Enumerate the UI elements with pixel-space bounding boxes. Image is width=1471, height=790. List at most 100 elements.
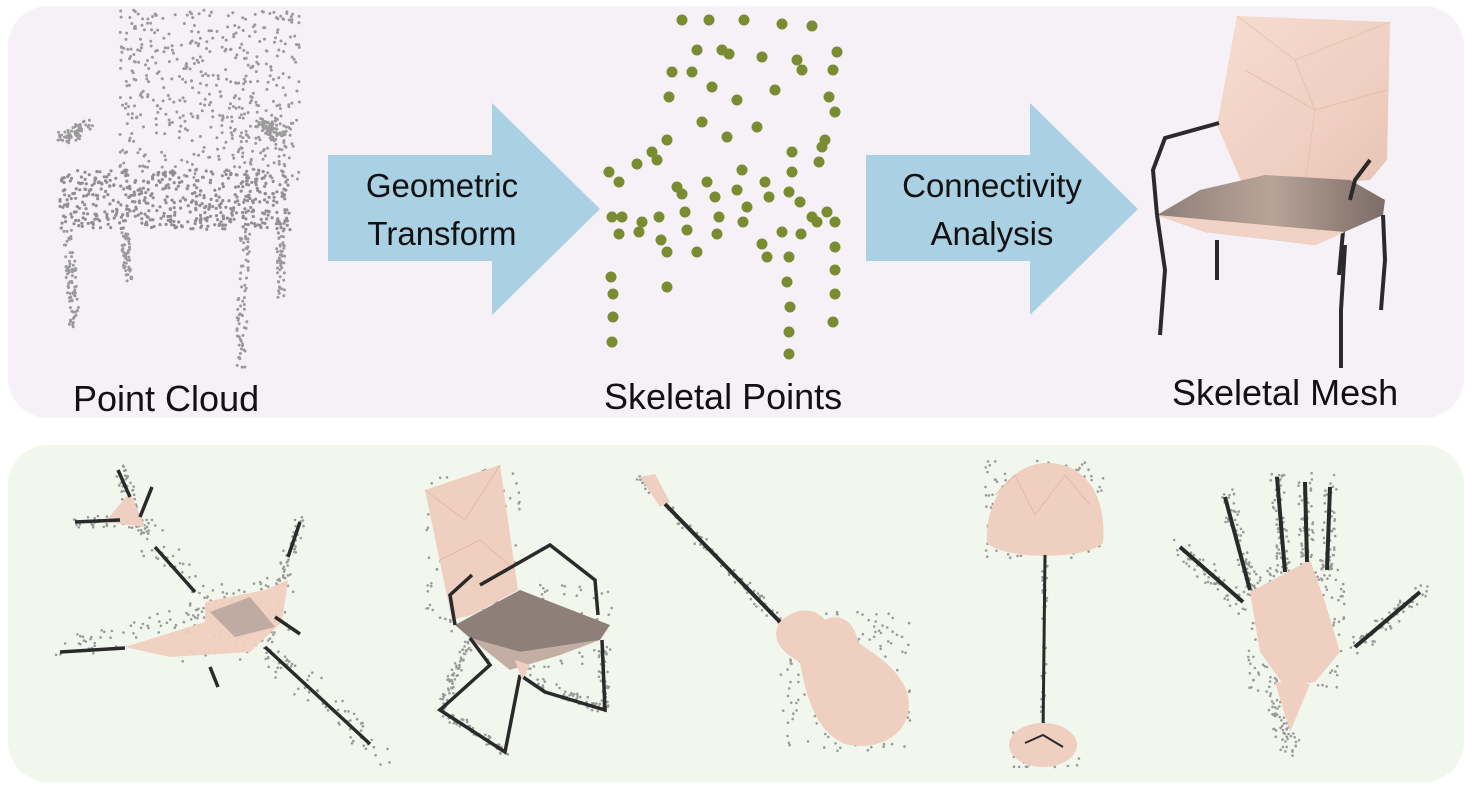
example-point — [79, 634, 82, 638]
point-cloud-point — [283, 42, 287, 46]
point-cloud-point — [96, 181, 100, 185]
point-cloud-point — [127, 139, 131, 143]
skeletal-point — [786, 166, 798, 178]
example-point — [1352, 635, 1355, 639]
example-point — [150, 549, 154, 552]
point-cloud-point — [78, 123, 82, 126]
point-cloud-point — [125, 204, 129, 208]
point-cloud-point — [183, 127, 187, 131]
point-cloud-point — [219, 220, 223, 224]
example-point — [194, 574, 197, 578]
example-point — [142, 554, 145, 558]
point-cloud-point — [214, 193, 218, 197]
example-point — [1261, 663, 1265, 667]
example-point — [1271, 705, 1274, 709]
point-cloud-point — [185, 160, 189, 164]
point-cloud-point — [239, 140, 243, 144]
skeletal-point — [633, 226, 645, 238]
point-cloud-point — [154, 49, 158, 53]
example-point — [293, 664, 297, 667]
example-point — [274, 676, 277, 679]
example-point — [146, 624, 149, 628]
point-cloud-point — [179, 206, 183, 210]
point-cloud-point — [185, 13, 189, 17]
point-cloud-point — [238, 116, 242, 120]
point-cloud-point — [237, 81, 241, 85]
example-point — [126, 474, 129, 478]
point-cloud-point — [70, 255, 74, 259]
point-cloud-point — [125, 179, 129, 183]
point-cloud-point — [243, 80, 247, 84]
point-cloud-point — [119, 9, 123, 13]
point-cloud-point — [180, 225, 184, 229]
example-point — [872, 635, 876, 639]
point-cloud-point — [170, 48, 174, 52]
point-cloud-point — [261, 157, 265, 161]
example-point — [484, 733, 487, 737]
skeletal-point — [691, 44, 703, 56]
example-point — [1297, 502, 1301, 506]
point-cloud-point — [199, 102, 203, 106]
point-cloud-point — [234, 185, 238, 189]
skeletal-point — [636, 216, 648, 228]
example-point — [141, 622, 145, 626]
example-point — [752, 602, 756, 606]
example-point — [278, 579, 282, 583]
point-cloud-point — [220, 118, 224, 122]
example-point — [90, 635, 93, 639]
example-point — [105, 515, 109, 518]
point-cloud-point — [125, 122, 129, 126]
example-point — [789, 680, 792, 684]
example-point — [543, 680, 547, 683]
point-cloud-point — [244, 56, 248, 60]
example-point — [792, 712, 795, 715]
example-point — [1389, 627, 1393, 630]
point-cloud-point — [126, 47, 130, 51]
skeletal-point — [769, 84, 781, 96]
point-cloud-point — [122, 161, 126, 165]
skeletal-point — [661, 134, 673, 146]
point-cloud-point — [124, 193, 128, 197]
point-cloud-point — [86, 221, 90, 225]
example-point — [789, 701, 793, 704]
point-cloud-point — [119, 15, 123, 19]
example-point — [100, 629, 103, 632]
point-cloud-point — [127, 237, 131, 241]
example-point — [797, 698, 800, 702]
point-cloud-point — [196, 30, 200, 34]
point-cloud-point — [241, 225, 245, 229]
point-cloud-point — [69, 228, 73, 232]
example-point — [568, 693, 571, 697]
example-point — [1332, 553, 1336, 557]
point-cloud-point — [248, 189, 252, 193]
example-point — [264, 584, 268, 587]
point-cloud-point — [254, 136, 258, 140]
example-point — [78, 523, 82, 526]
point-cloud-point — [297, 14, 301, 18]
skeletal-point — [829, 264, 841, 276]
point-cloud-point — [290, 55, 294, 59]
point-cloud-point — [237, 343, 241, 347]
example-point — [1196, 575, 1199, 578]
example-point — [303, 686, 307, 690]
example-point — [1281, 738, 1284, 741]
point-cloud-point — [162, 86, 166, 90]
example-point — [1078, 466, 1081, 470]
example-point — [797, 680, 800, 684]
point-cloud-point — [253, 30, 257, 34]
example-point — [455, 722, 459, 726]
example-point — [1026, 765, 1029, 769]
example-point — [995, 480, 999, 484]
example-point — [1273, 712, 1277, 715]
point-cloud-point — [179, 124, 183, 128]
example-point — [293, 693, 296, 696]
example-point — [1337, 633, 1341, 636]
example-point — [605, 645, 609, 649]
point-cloud-point — [188, 10, 192, 14]
example-point — [1070, 556, 1073, 559]
point-cloud-point — [181, 114, 185, 118]
point-cloud-point — [282, 294, 286, 298]
point-cloud-point — [242, 49, 246, 52]
example-point — [1080, 463, 1084, 466]
skeletal-point — [703, 14, 715, 26]
